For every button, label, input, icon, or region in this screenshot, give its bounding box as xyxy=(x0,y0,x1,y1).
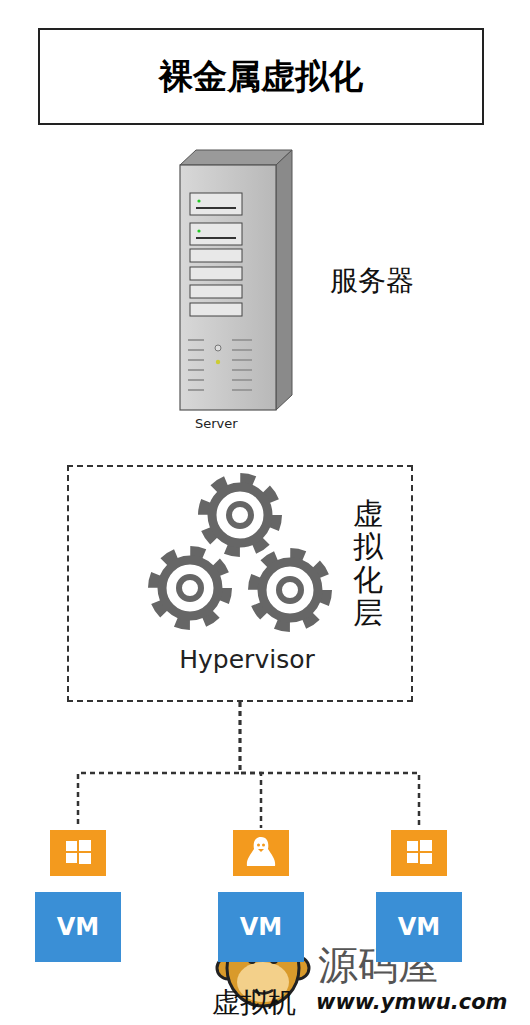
server-illustration xyxy=(180,150,292,410)
server-label: 服务器 xyxy=(330,262,414,300)
windows-icon xyxy=(391,830,447,876)
windows-icon xyxy=(50,830,106,876)
dashed-connector xyxy=(78,702,240,828)
title-box: 裸金属虚拟化 xyxy=(38,28,484,125)
layer-label: 虚拟化层 xyxy=(353,497,383,629)
title-text: 裸金属虚拟化 xyxy=(159,54,363,100)
linux-icon xyxy=(233,830,289,876)
hypervisor-box: Hypervisor 虚拟化层 xyxy=(67,465,413,702)
vm-node: VM xyxy=(374,828,464,962)
vm-box: VM xyxy=(218,892,304,962)
server-caption: Server xyxy=(195,416,238,431)
dashed-connector xyxy=(240,702,419,828)
vm-box: VM xyxy=(376,892,462,962)
vm-text: VM xyxy=(240,913,282,941)
vm-text: VM xyxy=(57,913,99,941)
dashed-connector xyxy=(240,702,261,828)
watermark-url: www.ymwu.com xyxy=(316,990,508,1014)
vm-node: VM xyxy=(33,828,123,962)
gears-icon xyxy=(154,479,326,626)
hypervisor-text: Hypervisor xyxy=(124,645,370,674)
vm-box: VM xyxy=(35,892,121,962)
vm-text: VM xyxy=(398,913,440,941)
vm-node: VM xyxy=(216,828,306,962)
vm-label: 虚拟机 xyxy=(212,984,296,1022)
